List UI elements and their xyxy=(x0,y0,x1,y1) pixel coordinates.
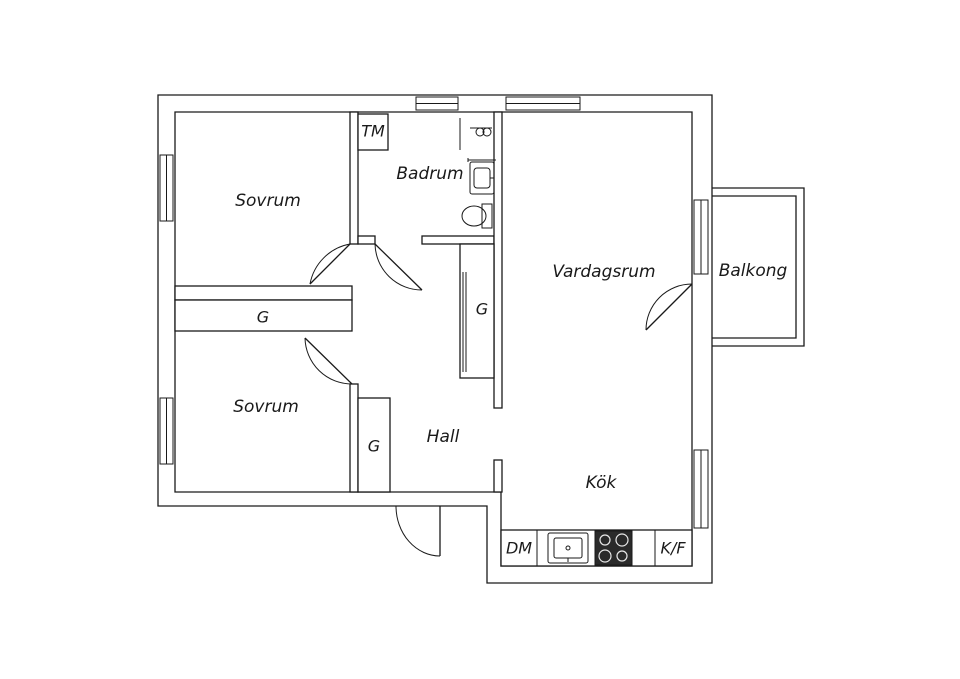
label-hall: Hall xyxy=(427,427,460,447)
door-balkong xyxy=(645,283,693,331)
door-sovrum-bottom xyxy=(304,337,353,385)
door-badrum xyxy=(374,243,423,291)
wall-badrum-bottom-right xyxy=(421,235,495,245)
label-vardagsrum: Vardagsrum xyxy=(552,262,655,282)
kitchen-sink-icon xyxy=(547,532,589,564)
label-sovrum-bottom: Sovrum xyxy=(233,397,299,417)
wall-sovrum-bottom-right xyxy=(349,383,359,493)
sink-icon xyxy=(467,158,496,195)
door-entrance xyxy=(395,505,441,557)
wall-sovrum-top-right xyxy=(349,111,359,245)
shower-icon xyxy=(459,118,492,150)
label-kok: Kök xyxy=(586,473,618,493)
interior-walls xyxy=(174,111,503,493)
label-sovrum-top: Sovrum xyxy=(235,191,301,211)
label-balkong: Balkong xyxy=(719,261,788,281)
closet-sovrum xyxy=(174,299,353,332)
label-closet-sovrum: G xyxy=(257,308,269,327)
cooktop-icon xyxy=(594,530,633,566)
wall-living-left-upper xyxy=(493,111,503,409)
label-closet-hall-right: G xyxy=(476,300,488,319)
doors xyxy=(304,243,693,557)
door-sovrum-top xyxy=(309,243,351,285)
wall-badrum-bottom xyxy=(357,235,376,245)
label-kf: K/F xyxy=(660,539,686,558)
label-badrum: Badrum xyxy=(396,164,463,184)
label-dm: DM xyxy=(506,539,532,558)
kitchen-fixtures xyxy=(500,529,693,567)
label-tm: TM xyxy=(361,122,385,141)
toilet-icon xyxy=(461,203,493,229)
bathroom-fixtures xyxy=(357,113,496,229)
tm-box xyxy=(357,113,389,151)
windows xyxy=(159,96,709,529)
wall-sovrum-top-bottom xyxy=(174,285,353,301)
balcony xyxy=(712,187,805,347)
label-closet-hall-left: G xyxy=(368,437,380,456)
room-labels: Sovrum Sovrum Badrum Vardagsrum Balkong … xyxy=(233,122,787,558)
closet-hall-left xyxy=(357,397,391,493)
wall-living-left-lower xyxy=(493,459,503,493)
